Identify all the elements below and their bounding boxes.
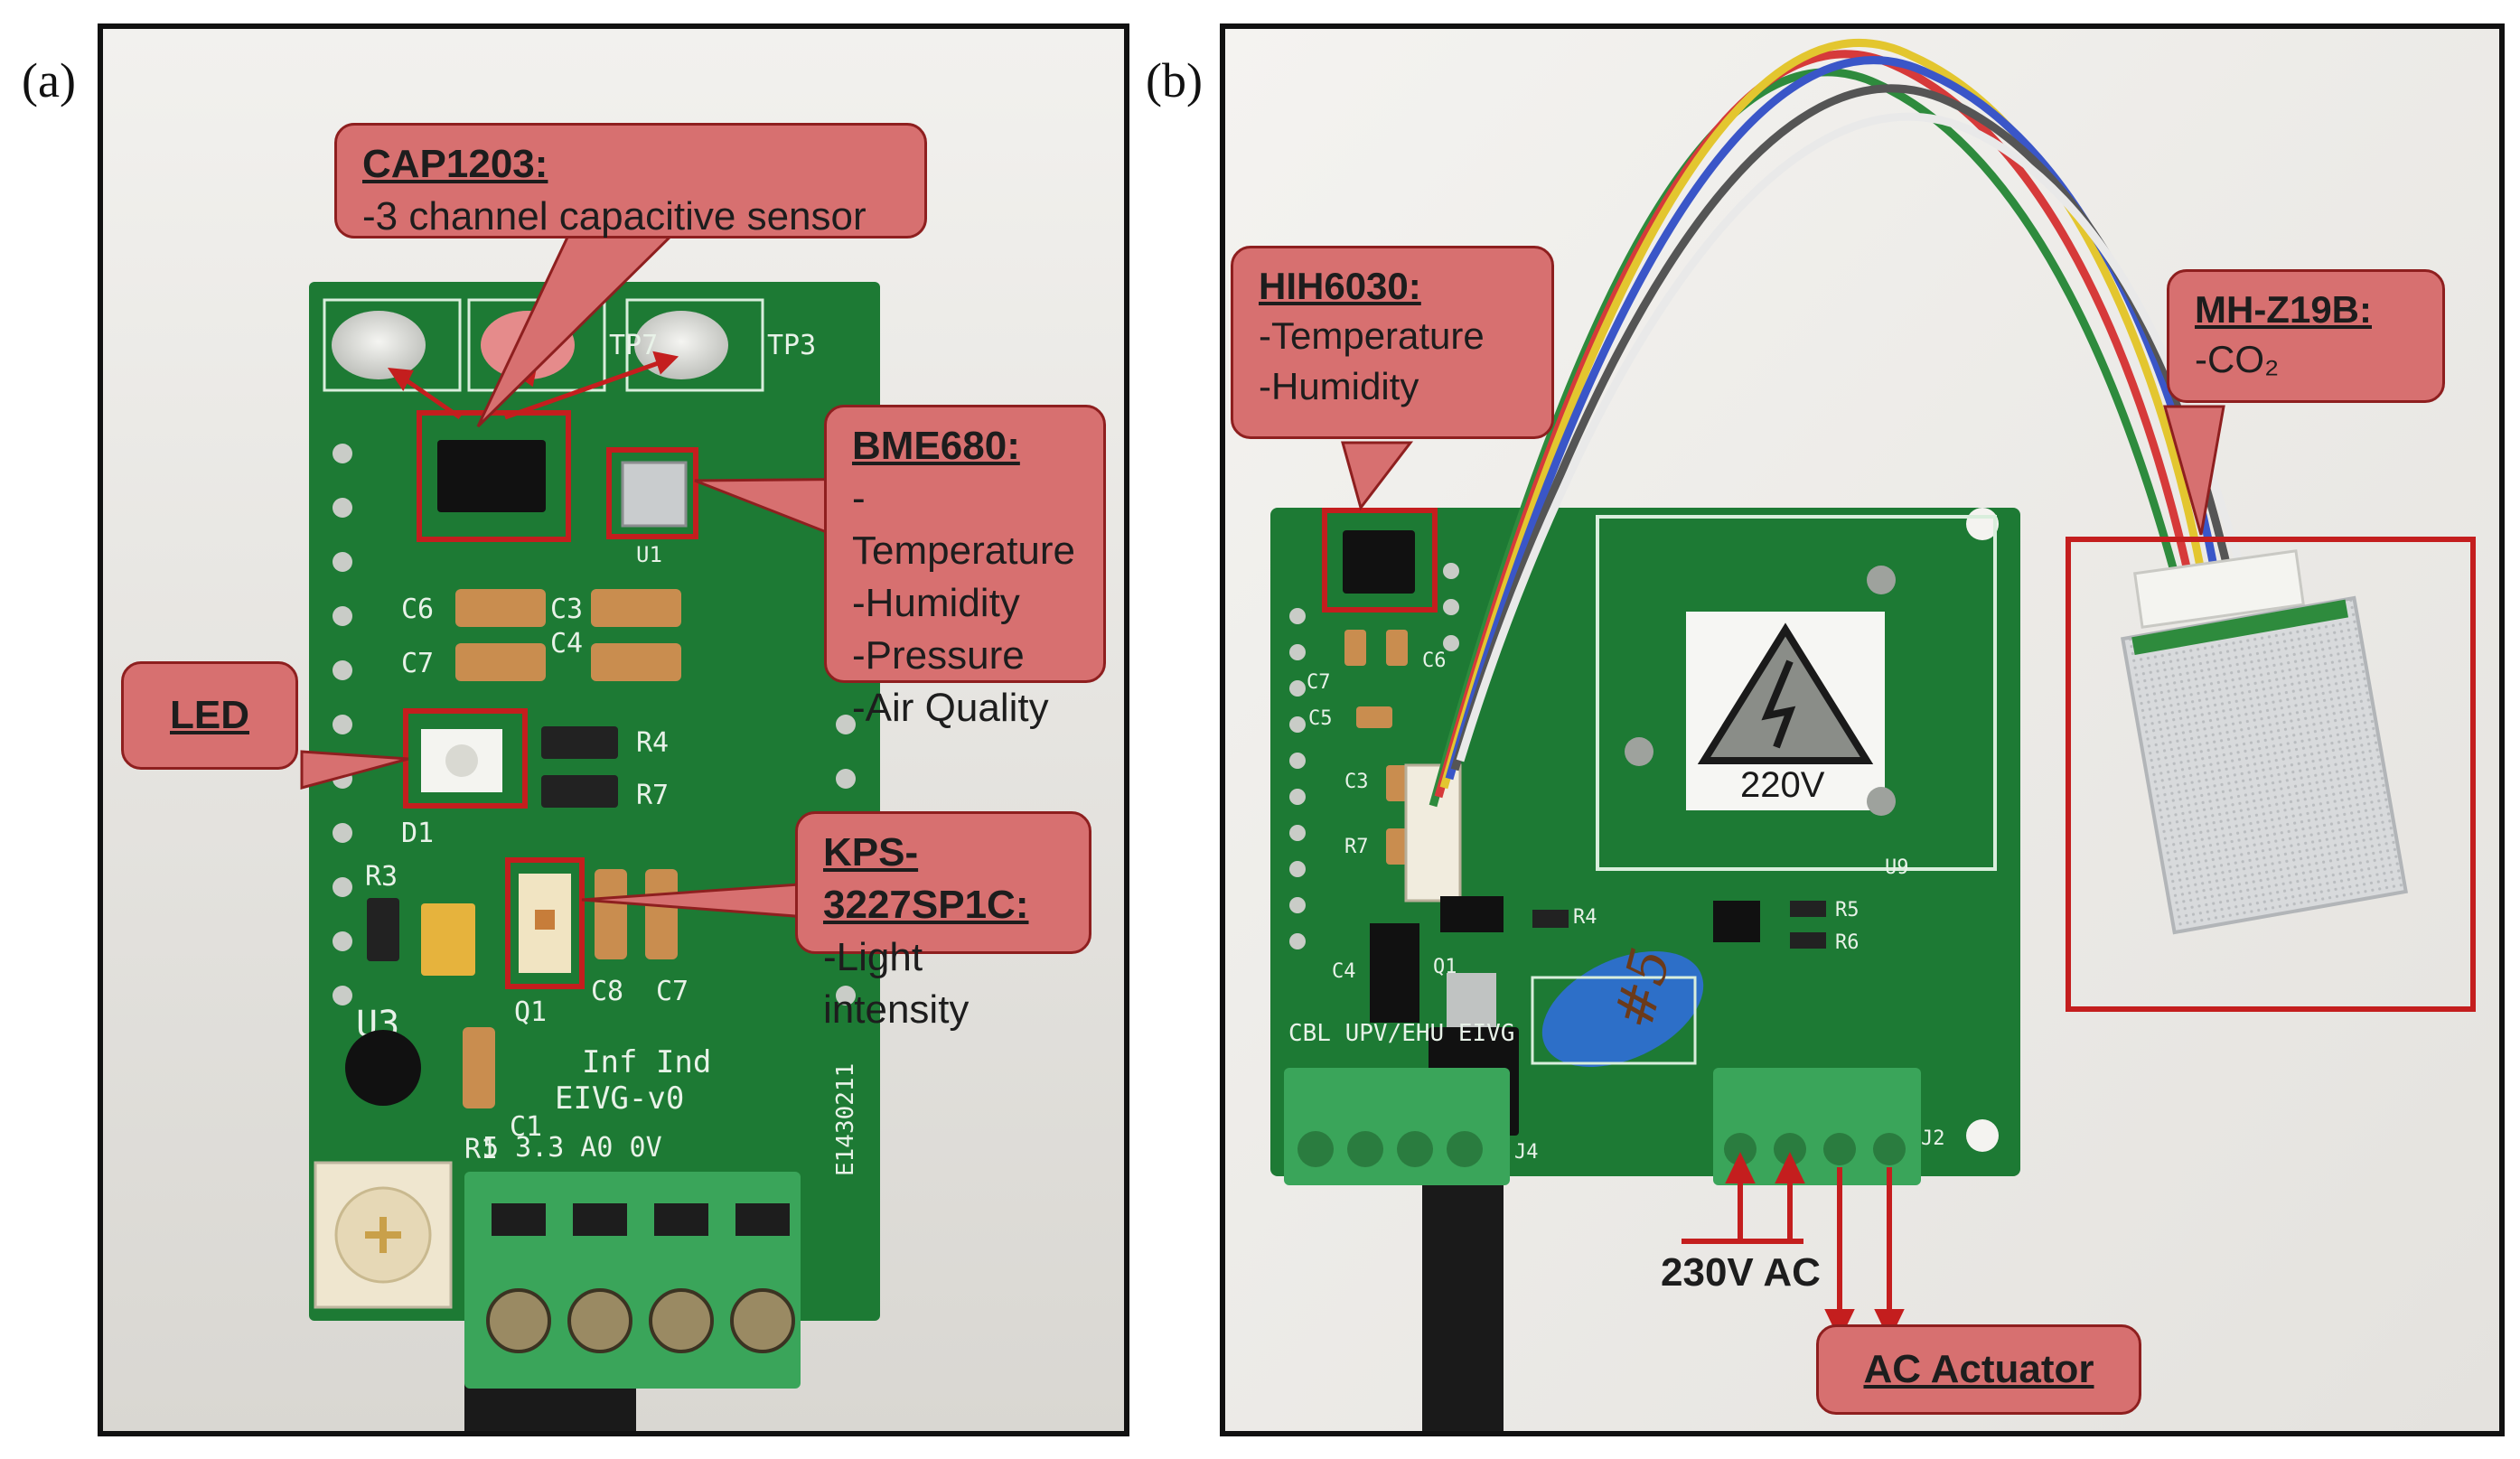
- silk-tp3: TP3: [767, 330, 816, 361]
- panel-b-label: (b): [1146, 53, 1203, 108]
- silk-r1: R1: [464, 1134, 497, 1165]
- silk-c6b: C6: [1422, 650, 1447, 672]
- triac-tab: [1447, 973, 1496, 1027]
- screw-terminal-a: [464, 1172, 801, 1389]
- silk-u9: U9: [1885, 856, 1909, 879]
- highlight-boxes-b: [1322, 508, 2476, 1012]
- silk-r5: R5: [1835, 899, 1860, 921]
- silk-r7: R7: [636, 780, 669, 811]
- silk-r7b: R7: [1344, 836, 1369, 858]
- silk-u1: U1: [636, 542, 662, 567]
- silk-c3b: C3: [1344, 771, 1369, 793]
- svg-text:C7: C7: [401, 648, 434, 679]
- silk-c4b: C4: [1332, 960, 1356, 983]
- silk-tp7: TP7: [609, 330, 658, 361]
- sensor-board-photo-a: TP7 TP3 U1 C6 C3 C4 C7 D1 R4 R7 R3: [103, 29, 1124, 1431]
- callout-hih6030: HIH6030: -Temperature -Humidity: [1231, 246, 1554, 439]
- panel-b-photo: 220V C6 C7 C5 C3 R7 C4 R4 R5 R6: [1220, 23, 2505, 1436]
- annotation-230v-ac: 230V AC: [1661, 1250, 1821, 1295]
- silk-j2: J2: [1921, 1127, 1945, 1150]
- wire-connector: [1404, 763, 1462, 903]
- warning-voltage-label: 220V: [1740, 765, 1825, 805]
- silk-r4: R4: [636, 727, 669, 759]
- silk-q1: Q1: [514, 996, 547, 1028]
- callout-led: LED: [121, 661, 298, 770]
- panel-a-label: (a): [22, 53, 76, 108]
- callout-cap1203: CAP1203: -3 channel capacitive sensor: [334, 123, 927, 238]
- silk-header-text: CBL UPV/EHU EIVG: [1288, 1020, 1514, 1047]
- silk-r3: R3: [365, 861, 398, 893]
- optocoupler: [1713, 901, 1760, 942]
- silk-c1: C1: [510, 1111, 542, 1143]
- silk-c7b: C7: [656, 976, 689, 1007]
- panel-a-photo: TP7 TP3 U1 C6 C3 C4 C7 D1 R4 R7 R3: [98, 23, 1129, 1436]
- callout-bme680: BME680: -Temperature -Humidity -Pressure…: [824, 405, 1106, 730]
- silk-side-code: E1430211: [832, 1063, 859, 1176]
- jumper: [1370, 923, 1419, 1023]
- silk-line1: Inf Ind: [582, 1044, 711, 1080]
- silk-c7-b: C7: [1307, 671, 1331, 694]
- svg-text:C3: C3: [550, 594, 583, 625]
- silk-c5: C5: [1308, 707, 1333, 730]
- silk-r6: R6: [1835, 931, 1860, 954]
- callout-kps: KPS-3227SP1C: -Light intensity: [795, 811, 1091, 1032]
- screw-terminal-right: [1713, 1068, 1921, 1185]
- screw-terminal-left: [1284, 1068, 1510, 1185]
- control-board-photo-b: 220V C6 C7 C5 C3 R7 C4 R4 R5 R6: [1225, 29, 2499, 1431]
- silk-j4: J4: [1514, 1141, 1539, 1164]
- x2-capacitor: [1541, 950, 1704, 1068]
- usb-cable-b: [1422, 1158, 1504, 1431]
- ac-wiring-arrows: [1682, 1152, 1905, 1341]
- hih6030-chip: [1343, 530, 1415, 594]
- svg-text:C6: C6: [401, 594, 434, 625]
- silk-r4b: R4: [1573, 906, 1597, 929]
- callout-tails-b: [1341, 405, 2225, 536]
- capacitors: C6 C3 C4 C7: [401, 589, 681, 681]
- transistor: [345, 1030, 421, 1106]
- callout-ac-actuator: AC Actuator: [1816, 1324, 2141, 1415]
- silk-line2: EIVG-v0: [555, 1080, 684, 1117]
- bme680-sensor: [621, 461, 688, 528]
- silk-c8: C8: [591, 976, 623, 1007]
- callout-mhz19b: MH-Z19B: -CO₂: [2167, 269, 2445, 403]
- svg-text:C4: C4: [550, 628, 583, 659]
- silk-pins: 5 3.3 A0 0V: [482, 1132, 662, 1164]
- silk-d1: D1: [401, 818, 434, 849]
- cap1203-chip: [437, 440, 546, 512]
